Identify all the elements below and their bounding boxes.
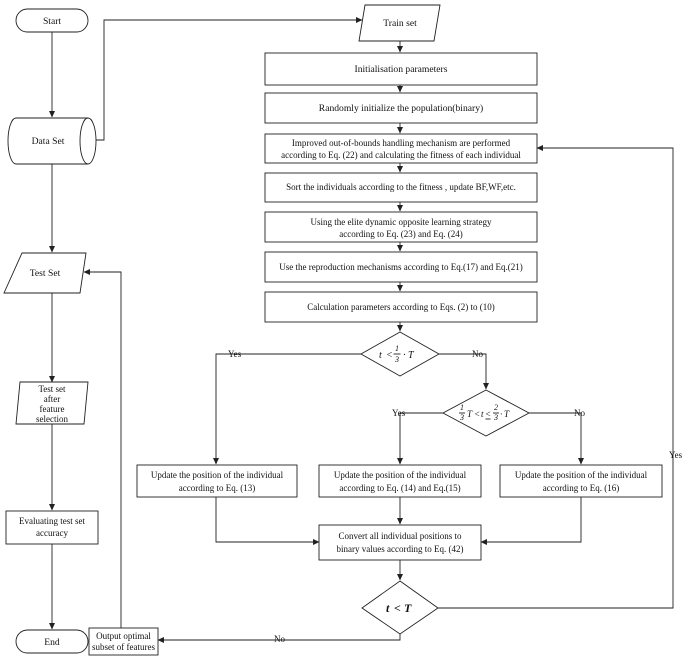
elite-line1: Using the elite dynamic opposite learnin… [311,217,492,227]
calc-label: Calculation parameters according to Eqs.… [307,302,494,312]
d3-lt: < [394,601,401,615]
d2-num1: 1 [460,403,464,412]
output-line2: subset of features [92,642,155,652]
test-after-line3: feature [40,404,65,414]
d2-T2: T [504,409,510,419]
d2-t: t [481,409,484,419]
update-14-15-box: Update the position of the individual ac… [318,464,482,498]
evaluating-box: Evaluating test set accuracy [5,510,99,545]
test-after-selection-parallelogram: Test set after feature selection [15,381,89,425]
end-label: End [44,637,60,648]
evaluating-line1: Evaluating test set [19,516,85,526]
elite-line2: according to Eq. (23) and Eq. (24) [339,229,462,239]
data-set-label: Data Set [32,136,65,147]
no-label-1: No [472,349,483,359]
sort-box: Sort the individuals according to the fi… [264,172,538,203]
d2-num2: 2 [494,403,498,412]
start-terminal: Start [15,8,89,33]
branch-labels: Yes No Yes No Yes No [228,349,683,644]
test-set-parallelogram: Test Set [3,252,87,294]
yes-label-1: Yes [228,349,242,359]
yes-label-2: Yes [392,408,406,418]
convert-line1: Convert all individual positions to [339,531,462,541]
oob-box: Improved out-of-bounds handling mechanis… [264,133,538,164]
d2-dot: · [500,409,502,419]
calc-box: Calculation parameters according to Eqs.… [264,291,538,323]
sort-label: Sort the individuals according to the fi… [286,182,516,192]
init-params-label: Initialisation parameters [355,64,448,75]
test-set-label: Test Set [30,268,61,279]
random-init-box: Randomly initialize the population(binar… [264,92,538,124]
decision-3-diamond: t < T [361,580,439,635]
update1415-line1: Update the position of the individual [334,470,467,480]
d2-den2: 3 [493,413,498,422]
repro-box: Use the reproduction mechanisms accordin… [264,251,538,283]
convert-box: Convert all individual positions to bina… [318,524,482,561]
train-set-label: Train set [383,18,417,29]
test-after-line2: after [44,394,60,404]
d1-dot: · [403,350,406,361]
d2-den1: 3 [459,413,464,422]
train-set-parallelogram: Train set [358,4,441,42]
no-label-2: No [574,408,585,418]
d1-T: T [408,350,415,361]
d2-lt: < [474,409,480,419]
test-after-line1: Test set [38,384,66,394]
output-line1: Output optimal [96,631,151,641]
d1-den: 3 [394,355,399,364]
decision-1-diamond: t < 1 3 · T [360,331,440,377]
decision-2-diamond: 1 3 T < t < 2 3 · T [442,389,530,437]
start-label: Start [43,16,61,27]
d2-le: < [485,409,491,419]
update16-line1: Update the position of the individual [515,470,648,480]
d1-num: 1 [395,344,399,353]
output-box: Output optimal subset of features [88,627,159,656]
evaluating-line2: accuracy [36,528,68,538]
d3-t: t [386,601,390,615]
convert-line2: binary values according to Eq. (42) [337,544,464,554]
oob-line1: Improved out-of-bounds handling mechanis… [292,138,511,148]
update-16-box: Update the position of the individual ac… [499,464,663,498]
connectors [49,17,674,643]
repro-label: Use the reproduction mechanisms accordin… [279,262,522,272]
update13-line2: according to Eq. (13) [179,483,255,493]
d1-t: t [379,350,382,361]
random-init-label: Randomly initialize the population(binar… [319,103,483,114]
d3-T: T [404,601,412,615]
update16-line2: according to Eq. (16) [543,483,619,493]
update13-line1: Update the position of the individual [151,470,284,480]
data-set-cylinder: Data Set [7,117,97,165]
d1-lt: < [386,350,393,361]
test-after-line4: selection [36,414,68,424]
update-13-box: Update the position of the individual ac… [136,464,298,498]
no-end-label: No [274,634,285,644]
update1415-line2: according to Eq. (14) and Eq.(15) [339,483,460,493]
end-terminal: End [15,629,89,654]
d2-T1: T [467,409,473,419]
oob-line2: according to Eq. (22) and calculating th… [281,150,521,160]
elite-box: Using the elite dynamic opposite learnin… [264,211,538,243]
init-params-box: Initialisation parameters [264,52,538,86]
yes-loop-label: Yes [669,450,683,460]
